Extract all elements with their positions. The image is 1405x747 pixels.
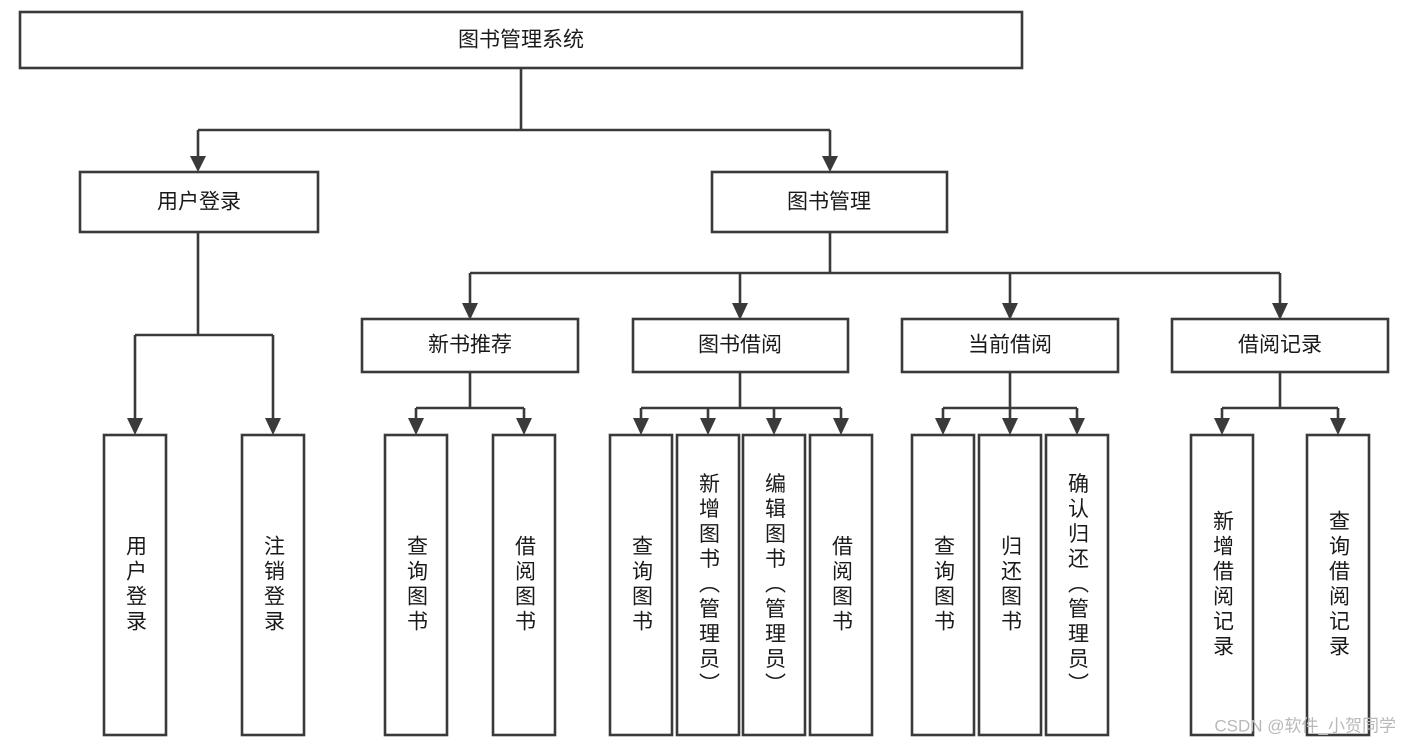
node-book-borrow-box[interactable] bbox=[631, 317, 850, 374]
node-new-book-recommend-box[interactable] bbox=[360, 317, 580, 374]
node-user-login[interactable]: 用户登录 bbox=[78, 170, 320, 234]
leaf-node-current-borrow-1[interactable]: 归还图书 bbox=[977, 433, 1043, 737]
node-current-borrow-box[interactable] bbox=[900, 317, 1120, 374]
leaf-node-box[interactable] bbox=[977, 433, 1043, 737]
leaf-node-current-borrow-0[interactable]: 查询图书 bbox=[910, 433, 976, 737]
leaf-node-box[interactable] bbox=[383, 433, 449, 737]
arrow-icon-root-to-user-login bbox=[190, 156, 206, 172]
leaf-node-box[interactable] bbox=[910, 433, 976, 737]
leaf-node-book-borrow-0[interactable]: 查询图书 bbox=[608, 433, 674, 737]
node-root-book-management-system[interactable]: 图书管理系统 bbox=[18, 10, 1024, 70]
leaf-node-label: 新增图书（管理员） bbox=[697, 473, 721, 698]
arrow-icon-root-to-book-manage bbox=[822, 156, 838, 172]
arrow-icon-current-borrow-leaf-1 bbox=[1002, 418, 1018, 435]
node-root-label: 图书管理系统 bbox=[458, 29, 584, 52]
arrow-icon-l3-3 bbox=[1272, 303, 1288, 320]
leaf-node-box[interactable] bbox=[240, 433, 306, 737]
leaf-node-label: 查询借阅记录 bbox=[1327, 510, 1351, 660]
leaf-node-label: 用户登录 bbox=[124, 535, 148, 635]
node-book-borrow[interactable]: 图书借阅 bbox=[631, 317, 850, 374]
arrow-icon-user-login-leaf-0 bbox=[127, 418, 143, 435]
arrow-icon-book-borrow-leaf-1 bbox=[700, 418, 716, 435]
leaf-node-user-login-1[interactable]: 注销登录 bbox=[240, 433, 306, 737]
leaf-node-label: 注销登录 bbox=[262, 535, 286, 635]
leaf-node-box[interactable] bbox=[1044, 433, 1110, 737]
node-borrow-record-box[interactable] bbox=[1170, 317, 1390, 374]
leaf-node-new-book-recommend-0[interactable]: 查询图书 bbox=[383, 433, 449, 737]
arrow-icon-current-borrow-leaf-0 bbox=[935, 418, 951, 435]
leaf-node-label: 借阅图书 bbox=[830, 535, 854, 635]
arrow-icon-book-borrow-leaf-3 bbox=[833, 418, 849, 435]
leaf-node-label: 新增借阅记录 bbox=[1211, 510, 1235, 660]
arrow-icon-new-book-leaf-1 bbox=[516, 418, 532, 435]
node-current-borrow[interactable]: 当前借阅 bbox=[900, 317, 1120, 374]
leaf-node-label: 查询图书 bbox=[405, 535, 429, 635]
node-borrow-record[interactable]: 借阅记录 bbox=[1170, 317, 1390, 374]
leaf-node-label: 编辑图书（管理员） bbox=[763, 473, 787, 698]
node-new-book-recommend[interactable]: 新书推荐 bbox=[360, 317, 580, 374]
arrow-icon-l3-2 bbox=[1002, 303, 1018, 320]
node-current-borrow-label: 当前借阅 bbox=[968, 334, 1052, 357]
leaf-node-box[interactable] bbox=[491, 433, 557, 737]
arrow-icon-borrow-record-leaf-1 bbox=[1330, 418, 1346, 435]
leaf-node-label: 确认归还（管理员） bbox=[1066, 473, 1090, 698]
leaf-node-current-borrow-2[interactable]: 确认归还（管理员） bbox=[1044, 433, 1110, 737]
node-borrow-record-label: 借阅记录 bbox=[1238, 334, 1322, 357]
leaf-node-user-login-0[interactable]: 用户登录 bbox=[102, 433, 168, 737]
arrow-icon-borrow-record-leaf-0 bbox=[1214, 418, 1230, 435]
leaf-node-borrow-record-1[interactable]: 查询借阅记录 bbox=[1305, 433, 1371, 737]
leaf-node-box[interactable] bbox=[1189, 433, 1255, 737]
leaf-node-box[interactable] bbox=[675, 433, 741, 737]
leaf-node-box[interactable] bbox=[102, 433, 168, 737]
arrow-icon-l3-1 bbox=[732, 303, 748, 320]
node-root-box[interactable] bbox=[18, 10, 1024, 70]
leaf-node-book-borrow-1[interactable]: 新增图书（管理员） bbox=[675, 433, 741, 737]
arrow-icon-user-login-leaf-1 bbox=[265, 418, 281, 435]
arrow-icon-book-borrow-leaf-2 bbox=[766, 418, 782, 435]
node-book-management-label: 图书管理 bbox=[787, 191, 871, 214]
node-book-management[interactable]: 图书管理 bbox=[710, 170, 949, 234]
arrow-icon-l3-0 bbox=[462, 303, 478, 320]
leaf-node-box[interactable] bbox=[1305, 433, 1371, 737]
leaf-node-box[interactable] bbox=[741, 433, 807, 737]
leaf-node-box[interactable] bbox=[608, 433, 674, 737]
arrow-icon-new-book-leaf-0 bbox=[408, 418, 424, 435]
leaf-node-box[interactable] bbox=[808, 433, 874, 737]
leaf-node-label: 查询图书 bbox=[630, 535, 654, 635]
node-book-management-box[interactable] bbox=[710, 170, 949, 234]
leaf-node-borrow-record-0[interactable]: 新增借阅记录 bbox=[1189, 433, 1255, 737]
node-book-borrow-label: 图书借阅 bbox=[698, 334, 782, 357]
csdn-watermark: CSDN @软件_小贺同学 bbox=[1214, 716, 1396, 735]
node-new-book-recommend-label: 新书推荐 bbox=[428, 334, 512, 357]
leaf-node-book-borrow-3[interactable]: 借阅图书 bbox=[808, 433, 874, 737]
node-user-login-label: 用户登录 bbox=[157, 191, 241, 214]
arrow-icon-current-borrow-leaf-2 bbox=[1069, 418, 1085, 435]
leaf-node-new-book-recommend-1[interactable]: 借阅图书 bbox=[491, 433, 557, 737]
leaf-node-label: 查询图书 bbox=[932, 535, 956, 635]
leaf-node-book-borrow-2[interactable]: 编辑图书（管理员） bbox=[741, 433, 807, 737]
connector-layer bbox=[127, 68, 1346, 435]
node-user-login-box[interactable] bbox=[78, 170, 320, 234]
leaf-node-label: 归还图书 bbox=[999, 535, 1023, 635]
leaf-node-label: 借阅图书 bbox=[513, 535, 537, 635]
arrow-icon-book-borrow-leaf-0 bbox=[633, 418, 649, 435]
